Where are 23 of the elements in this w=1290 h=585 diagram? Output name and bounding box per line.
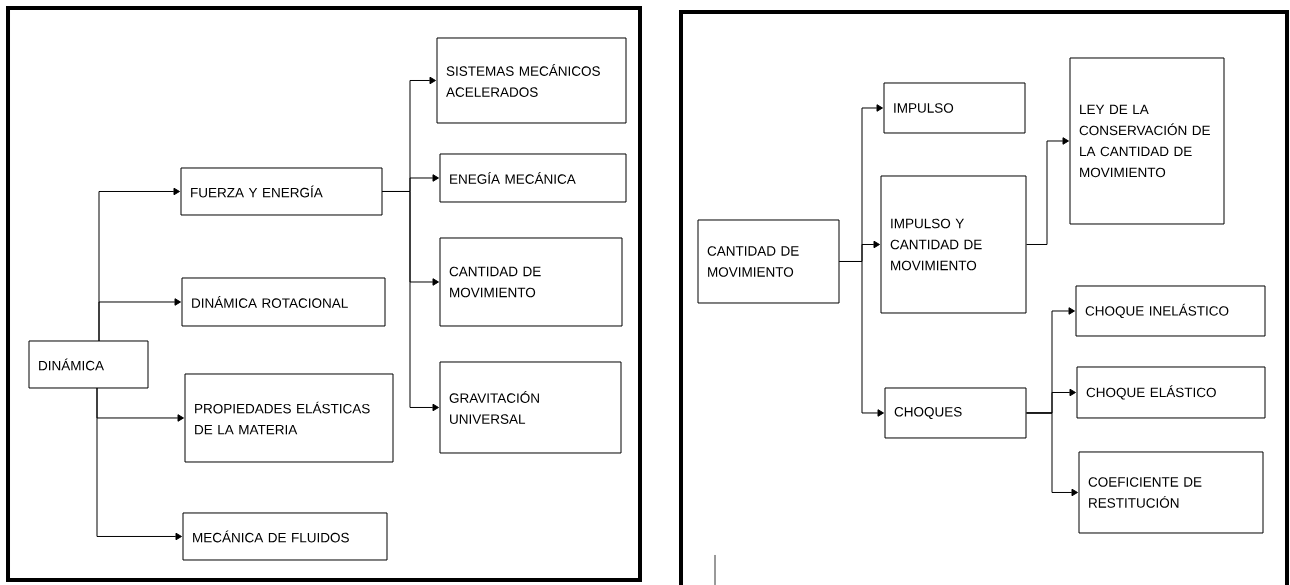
concept-box: IMPULSO Y CANTIDAD DE MOVIMIENTO [880, 175, 1027, 314]
arrow [96, 387, 182, 541]
arrow [1026, 412, 1078, 497]
concept-box: LEY DE LA CONSERVACIÓN DE LA CANTIDAD DE MOVIMIENTO [1069, 57, 1225, 225]
arrow [839, 261, 884, 417]
arrow [382, 191, 439, 412]
concept-box: DINÁMICA ROTACIONAL [181, 277, 386, 327]
concept-box: DINÁMICA [28, 340, 149, 389]
arrow [98, 298, 181, 342]
concept-box: PROPIEDADES ELÁSTICAS DE LA MATERIA [184, 373, 394, 463]
concept-box: CANTIDAD DE MOVIMIENTO [439, 237, 623, 327]
concept-box: MECÁNICA DE FLUIDOS [182, 512, 388, 561]
concept-box: IMPULSO [883, 82, 1026, 134]
concept-box: COEFICIENTE DE RESTITUCIÓN [1078, 451, 1264, 534]
concept-box: CANTIDAD DE MOVIMIENTO [697, 219, 840, 304]
concept-box: CHOQUE INELÁSTICO [1075, 285, 1266, 337]
concept-box: ENEGÍA MECÁNICA [439, 153, 627, 203]
concept-box: SISTEMAS MECÁNICOS ACELERADOS [436, 37, 627, 124]
concept-box: CHOQUES [884, 387, 1027, 439]
concept-box: FUERZA Y ENERGÍA [180, 167, 383, 216]
concept-box: GRAVITACIÓN UNIVERSAL [439, 361, 622, 454]
arrow [1026, 137, 1069, 245]
concept-box: CHOQUE ELÁSTICO [1076, 366, 1266, 419]
